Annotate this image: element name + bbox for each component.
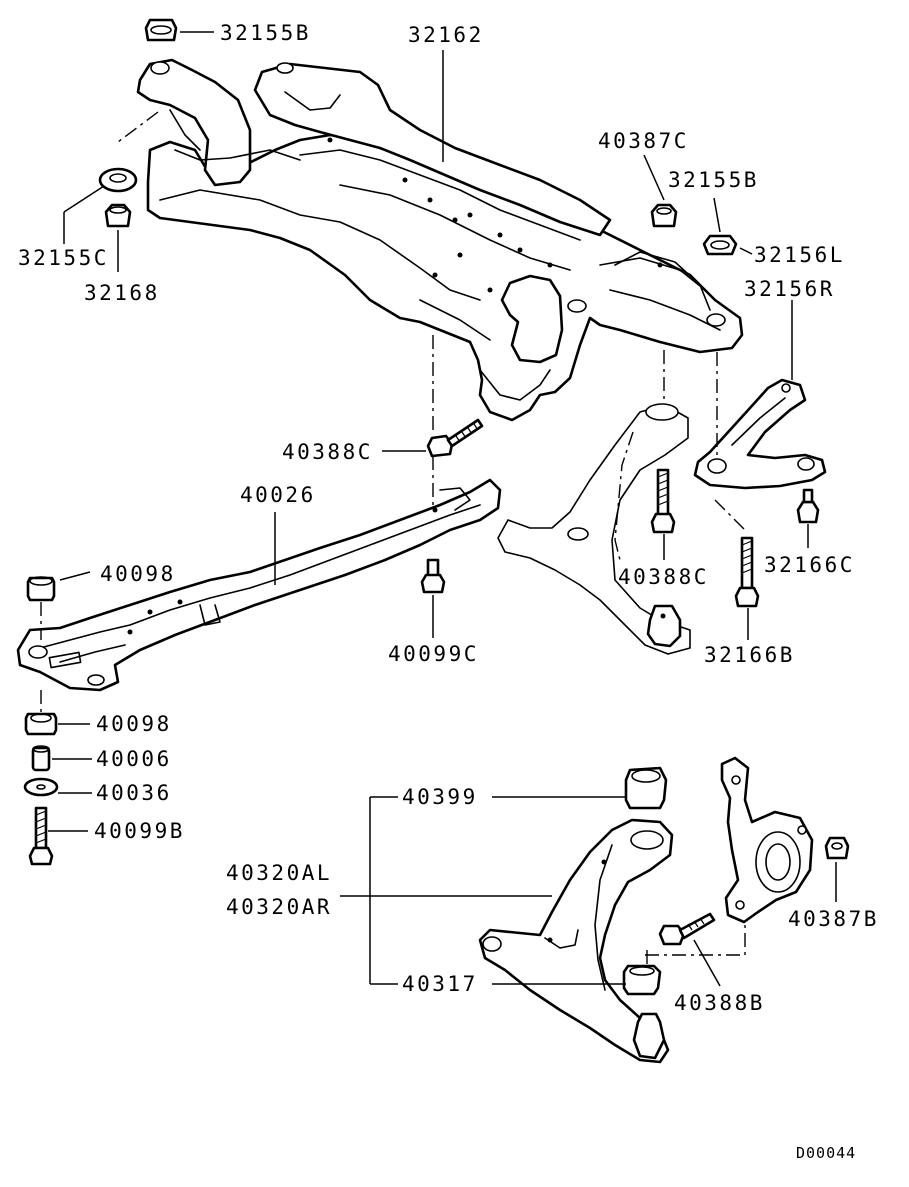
part-labels: 32155B 32162 40387C 32155B 32156L 32156R… — [18, 21, 879, 1162]
label-40399: 40399 — [402, 785, 478, 809]
part-32166B-bolt — [734, 536, 760, 608]
label-40098-bottom: 40098 — [96, 712, 172, 736]
part-32155C-washer — [98, 167, 138, 193]
label-40388C-left: 40388C — [282, 440, 373, 464]
label-40006: 40006 — [96, 747, 172, 771]
lower-arm — [478, 818, 674, 1064]
label-40320AR: 40320AR — [226, 895, 332, 919]
part-32155B-cap-top — [144, 18, 178, 42]
part-32156-bracket — [693, 378, 827, 490]
label-32156R: 32156R — [744, 277, 835, 301]
label-40387B: 40387B — [788, 907, 879, 931]
label-40317: 40317 — [402, 972, 478, 996]
label-40388B: 40388B — [674, 991, 765, 1015]
assembly-center-lines — [40, 111, 746, 965]
front-crossmember — [136, 58, 744, 422]
part-40036-washer — [23, 777, 59, 797]
label-32166C: 32166C — [764, 553, 855, 577]
sub-frame — [16, 478, 502, 692]
label-32166B: 32166B — [704, 643, 795, 667]
label-32162: 32162 — [408, 23, 484, 47]
part-40317-bushing — [622, 964, 662, 996]
part-40387B-nut — [824, 836, 850, 860]
part-40388B-bolt — [658, 912, 716, 946]
part-32155B-cap-right — [702, 234, 738, 256]
label-40320AL: 40320AL — [226, 861, 332, 885]
steering-knuckle — [720, 756, 814, 924]
part-40098-bushing-bottom — [24, 712, 58, 736]
part-32166C-nut — [796, 488, 820, 524]
label-32155C: 32155C — [18, 246, 109, 270]
label-32156L: 32156L — [754, 243, 845, 267]
part-40399-bushing — [624, 766, 668, 810]
label-40098-top: 40098 — [100, 562, 176, 586]
label-32155B-top: 32155B — [220, 21, 311, 45]
part-40099B-bolt — [28, 806, 54, 866]
part-40388C-bolt-left — [426, 418, 484, 458]
label-40099B: 40099B — [94, 819, 185, 843]
part-40388C-bolt-right — [650, 468, 676, 534]
part-40098-bushing-top — [26, 576, 56, 602]
label-40387C: 40387C — [598, 129, 689, 153]
label-40036: 40036 — [96, 781, 172, 805]
part-32168-collar — [104, 203, 132, 228]
part-40006-collar — [31, 745, 51, 772]
part-40099C-bolt — [420, 558, 446, 594]
leader-lines — [48, 31, 837, 987]
label-40026: 40026 — [240, 483, 316, 507]
lower-arm-phantom — [497, 403, 691, 655]
label-32168: 32168 — [84, 281, 160, 305]
label-40099C: 40099C — [388, 642, 479, 666]
label-32155B-right: 32155B — [668, 168, 759, 192]
diagram-reference-code: D00044 — [796, 1144, 856, 1162]
label-40388C-right: 40388C — [618, 565, 709, 589]
part-40387C-nut — [650, 203, 678, 228]
